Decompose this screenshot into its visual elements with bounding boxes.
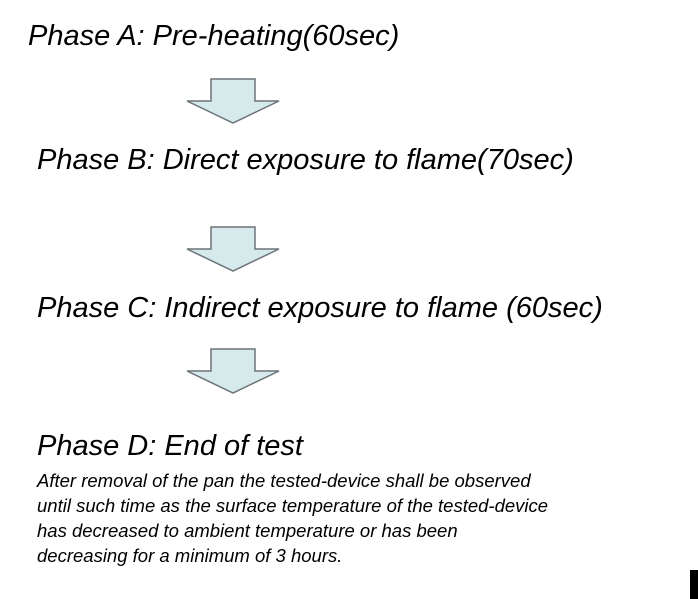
phase-d-note: After removal of the pan the tested-devi…: [37, 470, 549, 566]
phase-b-label: Phase B: Direct exposure to flame(70sec): [37, 144, 574, 176]
edge-mark: [690, 570, 698, 599]
phase-d-label: Phase D: End of test: [37, 430, 303, 462]
down-arrow-icon: [186, 78, 280, 124]
down-arrow-icon: [186, 226, 280, 272]
phase-a-label: Phase A: Pre-heating(60sec): [28, 20, 400, 52]
phase-c-label: Phase C: Indirect exposure to flame (60s…: [37, 292, 603, 324]
down-arrow-icon: [186, 348, 280, 394]
